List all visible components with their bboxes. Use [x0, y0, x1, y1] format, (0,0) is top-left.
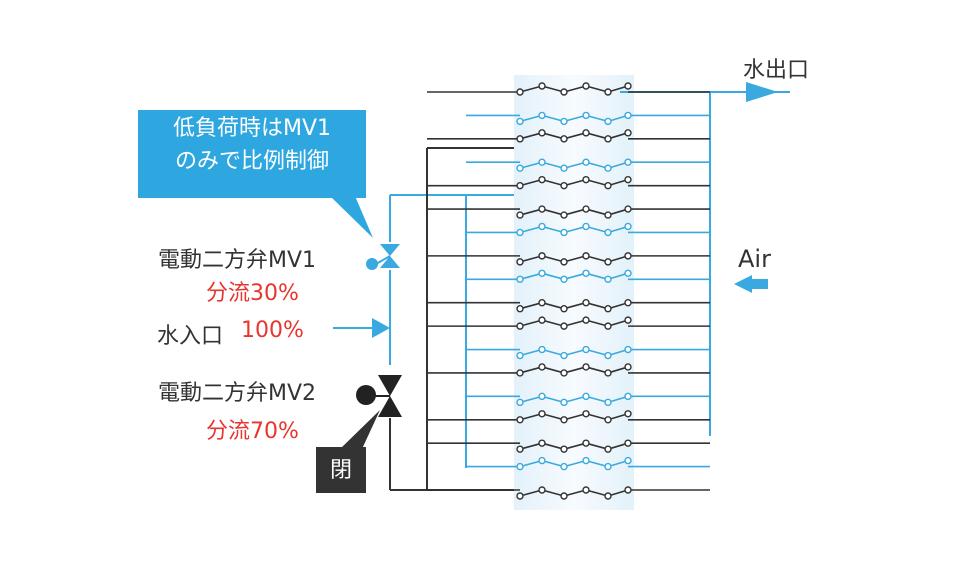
coil-row: [427, 175, 710, 190]
inlet-arrow-icon: [372, 318, 390, 338]
coil-row: [427, 316, 710, 330]
inlet-percent-label: 100%: [241, 318, 304, 343]
coil-row: [427, 299, 710, 313]
outlet-arrow-icon: [746, 82, 778, 102]
coil-row: [466, 222, 710, 237]
coil-row: [427, 486, 710, 500]
coil-row: [466, 269, 710, 283]
callout-bubble: [138, 110, 373, 238]
callout-line-2: のみで比例制御: [174, 149, 329, 174]
coil-row: [427, 363, 710, 377]
callout-line-1: 低負荷時はMV1: [172, 116, 332, 141]
coil-row: [466, 345, 710, 360]
inlet-label: 水入口: [157, 324, 224, 349]
air-arrow-icon: [734, 275, 768, 293]
coil-row: [466, 158, 710, 172]
mv1-valve-icon: [366, 244, 400, 270]
coil-panel: [514, 75, 634, 510]
coil-rows: [427, 82, 710, 500]
coil-row: [427, 129, 710, 143]
closed-tag: [316, 410, 380, 493]
mv2-valve-icon: [356, 375, 402, 417]
mv2-flow-label: 分流70%: [206, 419, 299, 444]
coil-row: [427, 252, 710, 266]
coil-row: [427, 439, 710, 453]
outlet-label: 水出口: [743, 58, 810, 83]
callout-text: 低負荷時はMV1 のみで比例制御: [138, 112, 366, 178]
closed-label: 閉: [329, 458, 352, 483]
mv1-flow-label: 分流30%: [206, 281, 299, 306]
coil-row: [466, 392, 710, 407]
air-label: Air: [738, 245, 771, 273]
coil-row: [427, 82, 710, 96]
mv1-label: 電動二方弁MV1: [158, 248, 317, 273]
coil-row: [466, 111, 710, 126]
coil-row: [427, 205, 710, 219]
coil-row: [466, 456, 710, 471]
mv2-label: 電動二方弁MV2: [158, 381, 317, 406]
coil-row: [427, 410, 710, 424]
